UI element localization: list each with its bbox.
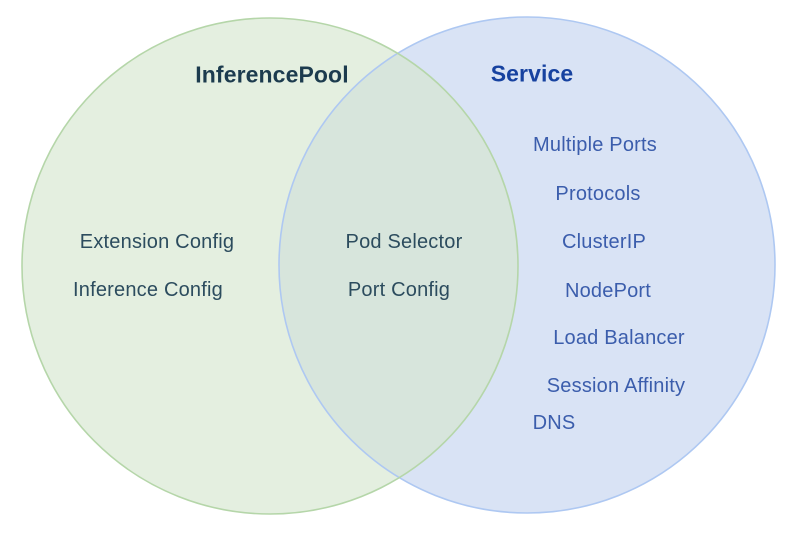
inferencepool-title: InferencePool <box>195 61 349 88</box>
right-item-protocols: Protocols <box>555 183 641 205</box>
right-item-session-affinity: Session Affinity <box>546 375 686 397</box>
right-item-multiple-ports: Multiple Ports <box>533 134 657 156</box>
service-circle-outline <box>278 16 776 514</box>
right-item-nodeport: NodePort <box>564 280 652 302</box>
left-item-inference-config: Inference Config <box>73 279 223 301</box>
overlap-item-pod-selector: Pod Selector <box>345 231 463 253</box>
right-item-dns: DNS <box>532 412 576 434</box>
service-title: Service <box>490 60 574 87</box>
overlap-item-port-config: Port Config <box>347 279 451 301</box>
right-item-clusterip: ClusterIP <box>561 231 647 253</box>
left-item-extension-config: Extension Config <box>79 231 235 253</box>
overlap-region <box>279 18 518 513</box>
inferencepool-circle-outline <box>21 17 519 515</box>
right-item-load-balancer: Load Balancer <box>553 327 685 349</box>
